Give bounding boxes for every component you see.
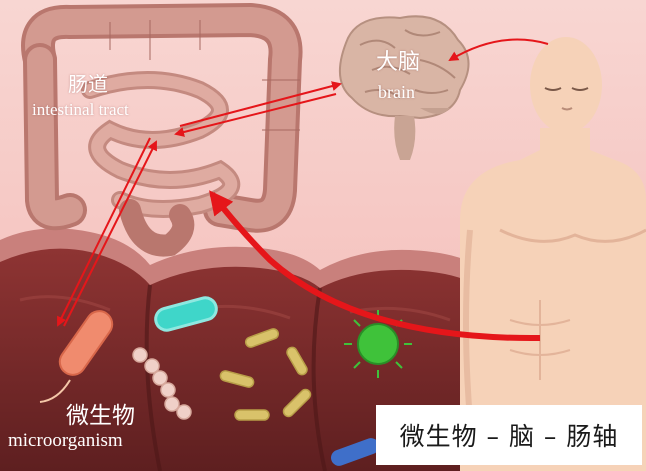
caption-text: 微生物 – 脑 – 肠轴: [400, 417, 619, 453]
intestine-label-cn: 肠道: [68, 68, 108, 97]
microbe-label-cn: 微生物: [66, 396, 135, 430]
intestine-label-en: intestinal tract: [32, 100, 129, 120]
caption-box: 微生物 – 脑 – 肠轴: [376, 405, 642, 465]
brain-label-en: brain: [378, 82, 415, 103]
brain-label-cn: 大脑: [376, 44, 420, 76]
microbe-label-en: microorganism: [8, 430, 123, 452]
